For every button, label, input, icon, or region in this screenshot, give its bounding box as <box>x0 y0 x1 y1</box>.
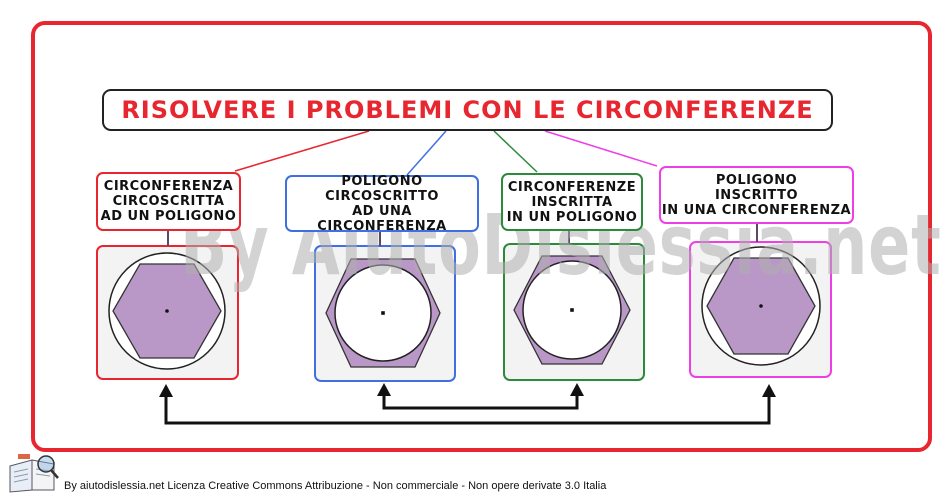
page-title: RISOLVERE I PROBLEMI CON LE CIRCONFERENZ… <box>102 89 833 131</box>
figure-card-2 <box>314 245 456 382</box>
label-text-4: POLIGONO INSCRITTO IN UNA CIRCONFERENZA <box>661 172 852 218</box>
figure-card-4 <box>689 241 832 378</box>
figure-card-1 <box>96 245 239 380</box>
label-box-2: POLIGONO CIRCOSCRITTO AD UNA CIRCONFEREN… <box>285 173 479 234</box>
label-text-2: POLIGONO CIRCOSCRITTO AD UNA CIRCONFEREN… <box>317 173 447 234</box>
label-box-4: POLIGONO INSCRITTO IN UNA CIRCONFERENZA <box>659 166 854 224</box>
label-box-3: CIRCONFERENZE INSCRITTA IN UN POLIGONO <box>501 173 643 231</box>
label-text-1: CIRCONFERENZA CIRCOSCRITTA AD UN POLIGON… <box>100 179 237 224</box>
label-text-3: CIRCONFERENZE INSCRITTA IN UN POLIGONO <box>506 179 638 225</box>
label-box-1: CIRCONFERENZA CIRCOSCRITTA AD UN POLIGON… <box>96 172 241 231</box>
license-footer: By aiutodislessia.net Licenza Creative C… <box>64 480 607 492</box>
book-magnifier-icon <box>9 454 59 493</box>
main-frame <box>31 21 932 452</box>
figure-card-3 <box>503 243 645 381</box>
